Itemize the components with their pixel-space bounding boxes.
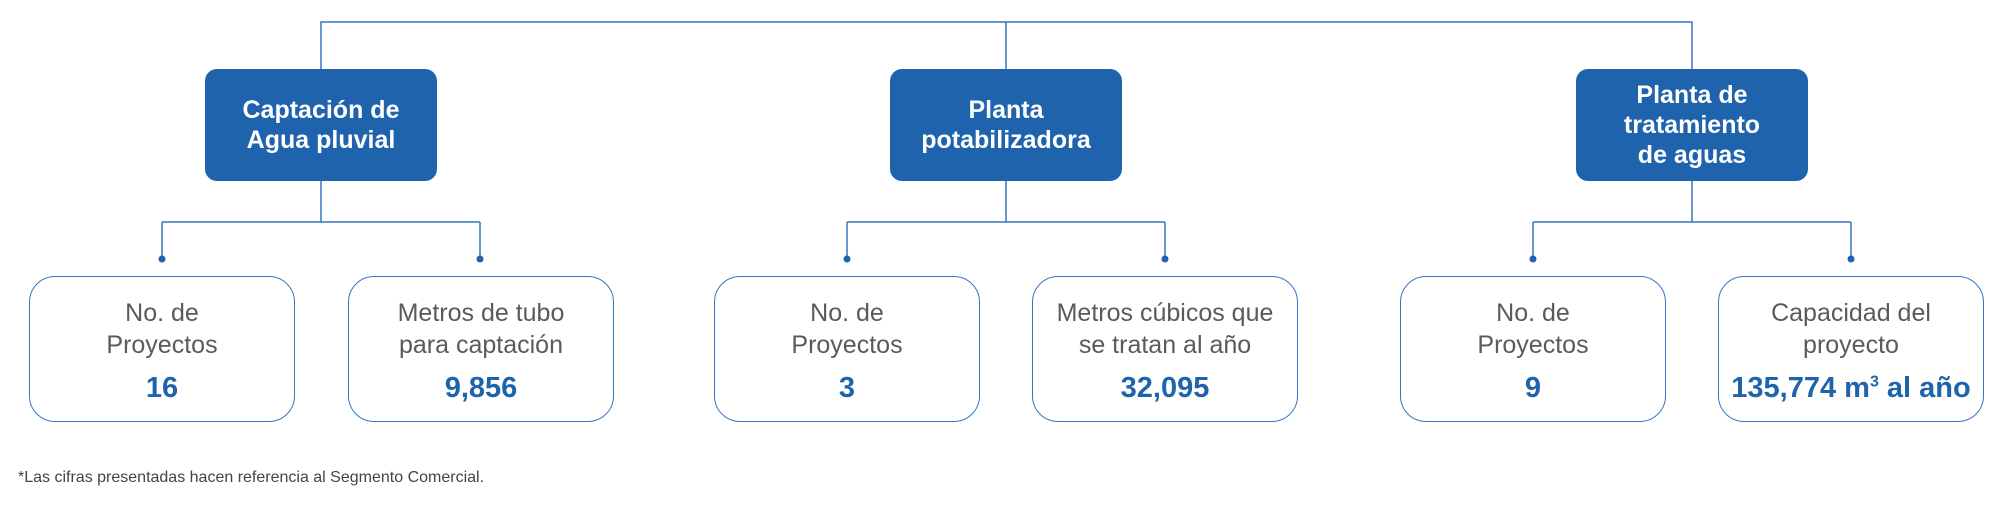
category-captacion-agua-pluvial: Captación de Agua pluvial <box>205 69 437 181</box>
metric-value: 135,774 m3 al año <box>1731 371 1970 405</box>
metric-value-number: 135,774 m <box>1731 372 1870 404</box>
branch-connector-2 <box>846 181 1166 258</box>
connector-dot <box>1161 255 1169 263</box>
connector-dot <box>158 255 166 263</box>
metric-label: No. de Proyectos <box>1477 299 1589 359</box>
metric-card-proyectos: No. de Proyectos 3 <box>714 276 980 422</box>
metric-label: Metros de tubo para captación <box>397 299 565 359</box>
connector-dot <box>1529 255 1537 263</box>
metric-value: 9,856 <box>444 372 518 404</box>
connector-dot <box>843 255 851 263</box>
branch-connector-3 <box>1532 181 1852 258</box>
metric-value: 3 <box>838 372 856 404</box>
category-title: Planta potabilizadora <box>921 96 1091 154</box>
connector-dot <box>476 255 484 263</box>
category-planta-tratamiento-aguas: Planta de tratamiento de aguas <box>1576 69 1808 181</box>
metric-card-metros-cubicos: Metros cúbicos que se tratan al año 32,0… <box>1032 276 1298 422</box>
metric-card-proyectos: No. de Proyectos 16 <box>29 276 295 422</box>
category-planta-potabilizadora: Planta potabilizadora <box>890 69 1122 181</box>
metric-card-proyectos: No. de Proyectos 9 <box>1400 276 1666 422</box>
metric-label: No. de Proyectos <box>106 299 218 359</box>
category-title: Planta de tratamiento de aguas <box>1623 81 1761 169</box>
metric-label: No. de Proyectos <box>791 299 903 359</box>
metric-value-suffix: al año <box>1878 372 1971 404</box>
metric-card-capacidad: Capacidad del proyecto 135,774 m3 al año <box>1718 276 1984 422</box>
metric-value-exponent: 3 <box>1869 373 1879 391</box>
metric-label: Metros cúbicos que se tratan al año <box>1056 299 1274 359</box>
metric-label: Capacidad del proyecto <box>1771 299 1931 359</box>
metric-value: 32,095 <box>1120 372 1210 404</box>
branch-connector-1 <box>161 181 481 258</box>
connector-dot <box>1847 255 1855 263</box>
metric-value: 16 <box>145 372 179 404</box>
metric-value: 9 <box>1524 372 1542 404</box>
footnote: *Las cifras presentadas hacen referencia… <box>18 469 485 486</box>
category-title: Captación de Agua pluvial <box>242 96 400 154</box>
metric-card-metros-tubo: Metros de tubo para captación 9,856 <box>348 276 614 422</box>
